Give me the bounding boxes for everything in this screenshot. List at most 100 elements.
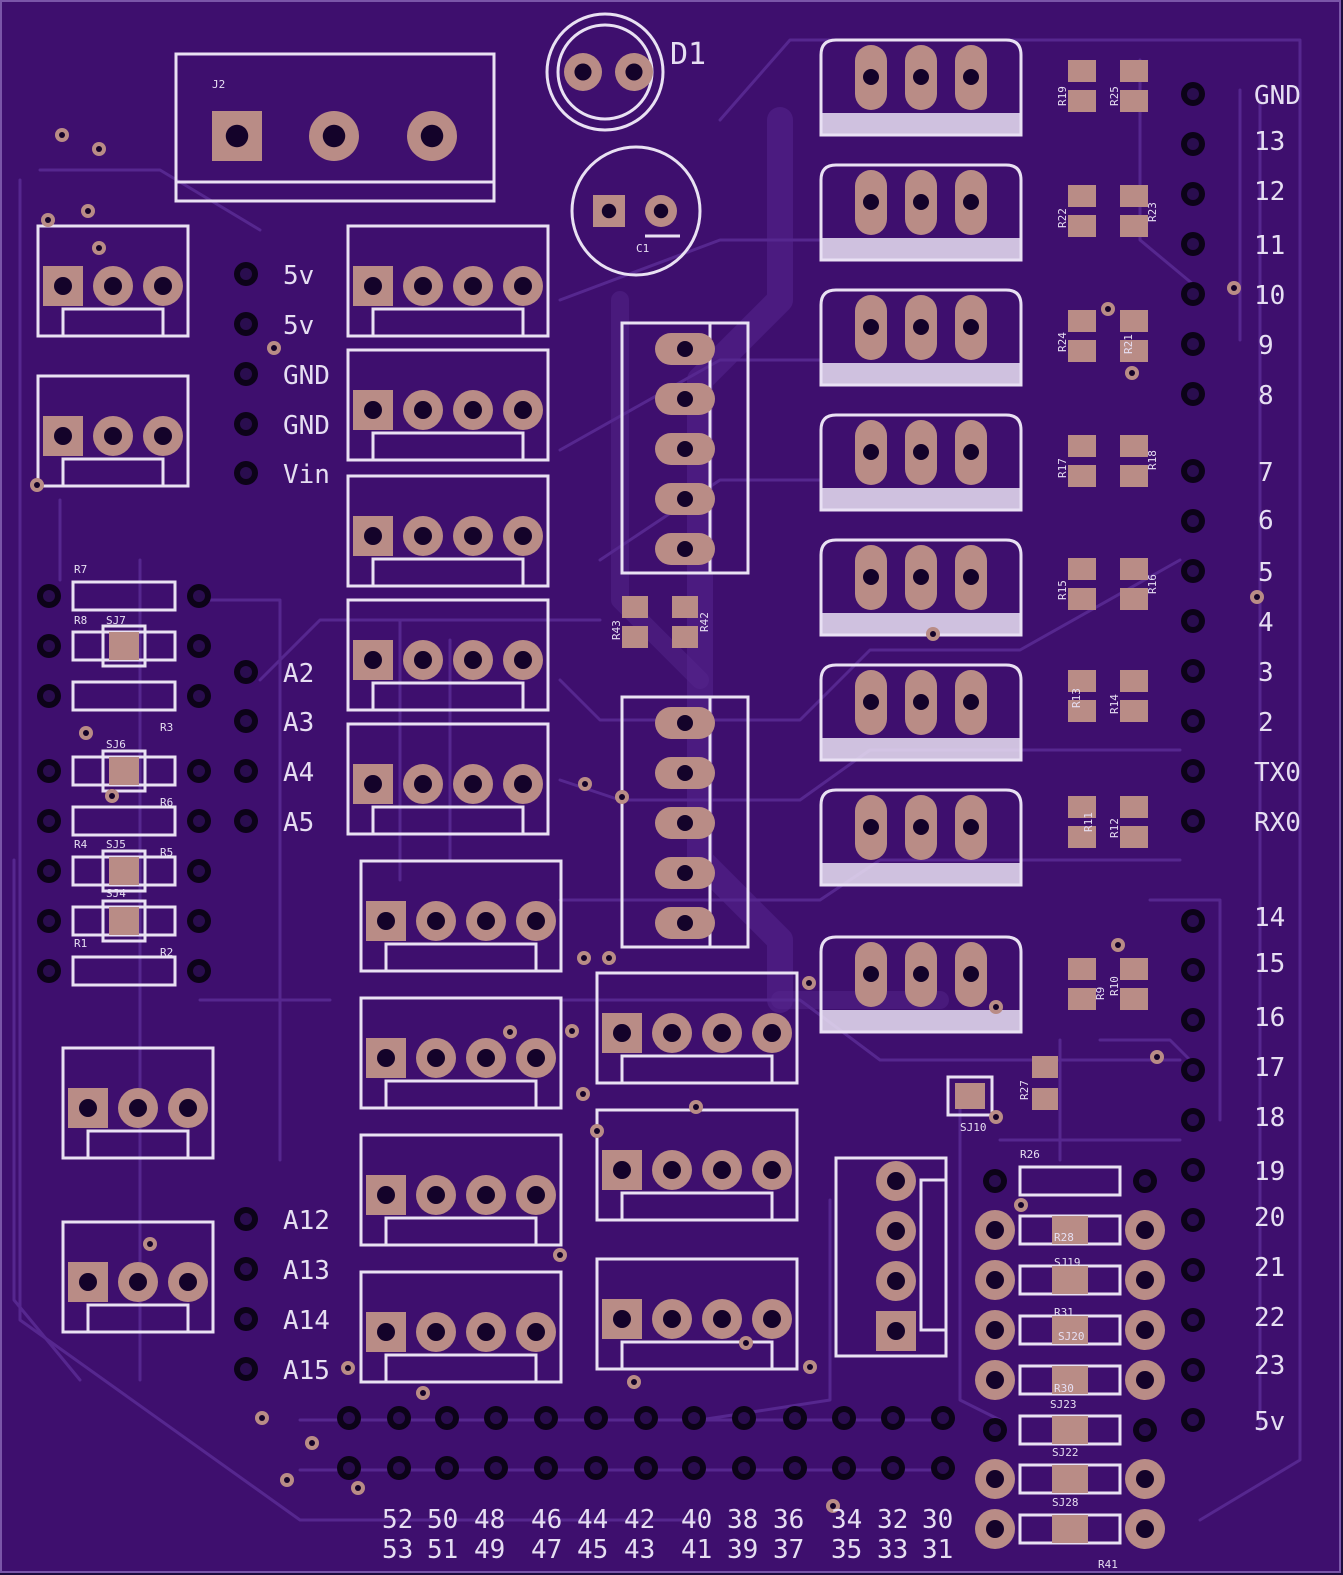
pad-drill [863, 194, 879, 210]
pad-drill [477, 912, 495, 930]
trace [687, 107, 793, 1013]
pad-drill [986, 1321, 1004, 1339]
smd-pad [1052, 1416, 1088, 1444]
pad-drill [414, 401, 432, 419]
trace [718, 38, 1242, 122]
pad-drill [713, 1161, 731, 1179]
digital-pin-label: 18 [1254, 1103, 1285, 1133]
pad-drill [377, 1049, 395, 1067]
digital-pin-label: 17 [1254, 1053, 1285, 1083]
c1-outline [570, 145, 702, 277]
header-pin-drill [1187, 815, 1199, 827]
pad-drill [713, 1024, 731, 1042]
pad-drill [464, 277, 482, 295]
servo-conn-a4-tab [371, 681, 525, 712]
pad-drill [986, 1371, 1004, 1389]
digital-pin-label: 21 [1254, 1253, 1285, 1283]
bottom-pin-label: 52 [382, 1505, 413, 1535]
header-pin-drill [240, 318, 252, 330]
digital-pin-label: 7 [1258, 458, 1274, 488]
transistor-outline [819, 788, 1023, 887]
header-pin-drill [240, 268, 252, 280]
transistor-tab [821, 363, 1021, 385]
header-pin-drill [1187, 515, 1199, 527]
pad-drill [1136, 1470, 1154, 1488]
header-pin-drill [43, 765, 55, 777]
header-pin-drill [1187, 915, 1199, 927]
pad-drill [154, 277, 172, 295]
header-pin-drill [343, 1412, 355, 1424]
pad-drill [377, 912, 395, 930]
pad-drill [129, 1273, 147, 1291]
trace [598, 478, 822, 562]
smd-pad [1052, 1515, 1088, 1543]
header-pin-drill [1187, 565, 1199, 577]
trace [1138, 58, 1202, 292]
smd-pad [1120, 670, 1148, 692]
pad-drill [677, 765, 693, 781]
via-drill [147, 1241, 153, 1247]
sj10-outline [946, 1075, 994, 1117]
d1-outline-outer [545, 12, 665, 132]
header-pin-drill [1187, 188, 1199, 200]
left-jumper-outline [101, 899, 147, 943]
header-pin-drill [1139, 1424, 1151, 1436]
digital-pin-label: 23 [1254, 1351, 1285, 1381]
right-resistor-label: R10 [1108, 976, 1121, 996]
pad-drill [863, 444, 879, 460]
bottom-pin-label: 34 [831, 1505, 862, 1535]
pad-drill [887, 1322, 905, 1340]
header-pin-drill [937, 1462, 949, 1474]
header-pin-drill [1187, 465, 1199, 477]
servo-conn-c3-tab [620, 1340, 774, 1371]
header-pin-drill [240, 418, 252, 430]
c1-label: C1 [636, 242, 649, 255]
right-resistor-label: R12 [1108, 818, 1121, 838]
header-pin-drill [640, 1412, 652, 1424]
header-pin-drill [1187, 88, 1199, 100]
bottom-pin-label: 46 [531, 1505, 562, 1535]
pad-drill [1136, 1221, 1154, 1239]
pad-drill [414, 527, 432, 545]
bottom-pin-label: 31 [922, 1535, 953, 1565]
bottom-right-part-label: R30 [1054, 1382, 1074, 1395]
r43-label: R43 [610, 620, 623, 640]
bottom-pin-label: 38 [727, 1505, 758, 1535]
bottom-pin-label: 45 [577, 1535, 608, 1565]
header-pin-drill [240, 1363, 252, 1375]
bottom-pin-label: 33 [877, 1535, 908, 1565]
header-pin-drill [1187, 1314, 1199, 1326]
left-conn-3-tab [86, 1129, 190, 1160]
pad-drill [663, 1310, 681, 1328]
pad-drill [613, 1024, 631, 1042]
pad-drill [913, 444, 929, 460]
pad-drill [1136, 1271, 1154, 1289]
pad-drill [887, 1172, 905, 1190]
pad-drill [863, 319, 879, 335]
smd-pad [1068, 340, 1096, 362]
r26-outline [1018, 1165, 1122, 1197]
trace [611, 291, 709, 689]
left-conn-4-tab [86, 1303, 190, 1334]
smd-pad [1120, 700, 1148, 722]
trace [958, 1098, 1002, 1422]
pad-drill [913, 69, 929, 85]
r26-label: R26 [1020, 1148, 1040, 1161]
via-drill [619, 794, 625, 800]
via-drill [693, 1104, 699, 1110]
r27-label: R27 [1018, 1080, 1031, 1100]
left-part-label: R6 [160, 796, 173, 809]
pad-drill [364, 527, 382, 545]
header-pin-drill [1187, 715, 1199, 727]
via-drill [1115, 942, 1121, 948]
pad-drill [427, 1323, 445, 1341]
pad-drill [963, 819, 979, 835]
pad-drill [364, 775, 382, 793]
header-pin-drill [1139, 1175, 1151, 1187]
power-pin-label: 5v [283, 261, 314, 291]
smd-pad [1120, 340, 1148, 362]
smd-pad [1068, 185, 1096, 207]
servo-conn-b3-tab [384, 1216, 538, 1247]
via-drill [96, 146, 102, 152]
smd-pad [1068, 558, 1096, 580]
